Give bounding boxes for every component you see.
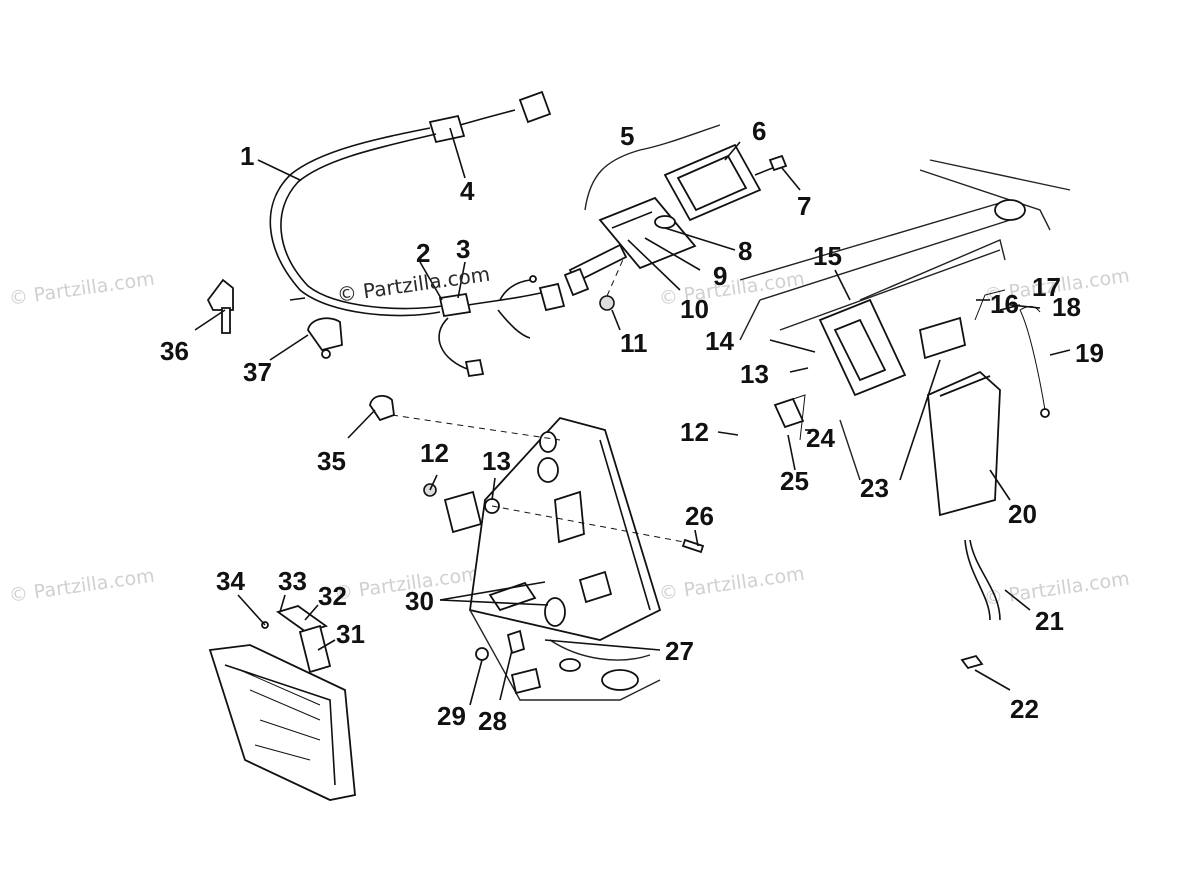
callout-31: 31 bbox=[336, 619, 365, 649]
watermark-mid-bottom: © Partzilla.com bbox=[658, 563, 806, 605]
watermark-right-bottom: © Partzilla.com bbox=[983, 568, 1131, 610]
callout-36: 36 bbox=[160, 336, 189, 366]
small-parts bbox=[206, 278, 1001, 670]
callout-11: 11 bbox=[620, 328, 648, 358]
callout-12b: 12 bbox=[680, 417, 709, 447]
callout-24: 24 bbox=[806, 423, 835, 453]
callout-12a: 12 bbox=[420, 438, 449, 468]
leader-lines bbox=[194, 127, 1071, 706]
callout-20: 20 bbox=[1008, 499, 1037, 529]
callout-17: 17 bbox=[1032, 272, 1061, 302]
callout-27: 27 bbox=[665, 636, 694, 666]
callout-29: 29 bbox=[437, 701, 466, 731]
callout-3: 3 bbox=[456, 234, 470, 264]
mounting-panel bbox=[391, 414, 705, 701]
callout-8: 8 bbox=[738, 236, 752, 266]
callout-33: 33 bbox=[278, 566, 307, 596]
callout-23: 23 bbox=[860, 473, 889, 503]
tail-light-assembly bbox=[563, 124, 788, 311]
callout-10: 10 bbox=[680, 294, 709, 324]
callout-16: 16 bbox=[990, 289, 1019, 319]
watermark-left-bottom: © Partzilla.com bbox=[8, 565, 156, 607]
callout-37: 37 bbox=[243, 357, 272, 387]
callouts: 1 2 3 4 5 6 7 8 9 10 11 12 13 14 15 16 1… bbox=[160, 116, 1104, 736]
callout-1: 1 bbox=[240, 141, 254, 171]
callout-13b: 13 bbox=[740, 359, 769, 389]
callout-9: 9 bbox=[713, 261, 727, 291]
callout-30: 30 bbox=[405, 586, 434, 616]
callout-34: 34 bbox=[216, 566, 245, 596]
wiring-harness bbox=[269, 90, 566, 378]
callout-22: 22 bbox=[1010, 694, 1039, 724]
callout-35: 35 bbox=[317, 446, 346, 476]
callout-19: 19 bbox=[1075, 338, 1104, 368]
callout-7: 7 bbox=[797, 191, 811, 221]
chassis-frame bbox=[739, 159, 1071, 517]
callout-5: 5 bbox=[620, 121, 634, 151]
watermark-left-top: © Partzilla.com bbox=[8, 268, 156, 310]
callout-32: 32 bbox=[318, 581, 347, 611]
callout-14: 14 bbox=[705, 326, 734, 356]
callout-18: 18 bbox=[1052, 292, 1081, 322]
callout-2: 2 bbox=[416, 238, 430, 268]
callout-21: 21 bbox=[1035, 606, 1064, 636]
callout-28: 28 bbox=[478, 706, 507, 736]
callout-26: 26 bbox=[685, 501, 714, 531]
callout-6: 6 bbox=[752, 116, 766, 146]
guard-screen bbox=[208, 605, 356, 801]
callout-4: 4 bbox=[460, 176, 475, 206]
callout-13a: 13 bbox=[482, 446, 511, 476]
callout-25: 25 bbox=[780, 466, 809, 496]
callout-15: 15 bbox=[813, 241, 842, 271]
